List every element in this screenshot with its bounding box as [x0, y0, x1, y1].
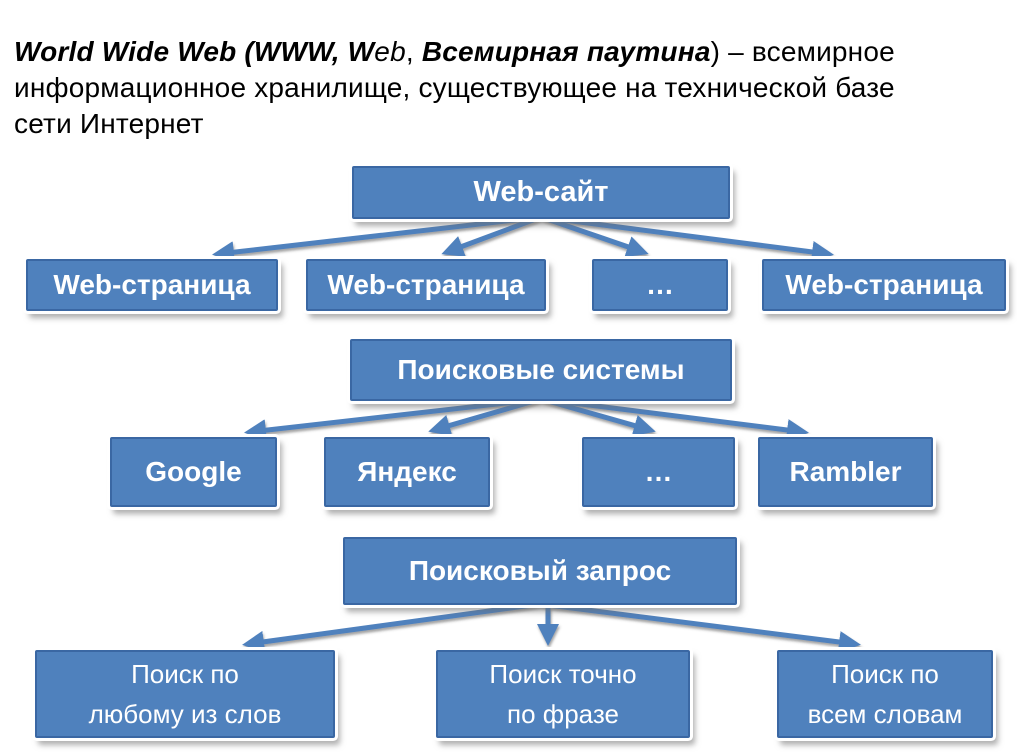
node-yandex: Яндекс — [324, 437, 490, 507]
node-search-exact-phrase: Поиск точно по фразе — [436, 650, 690, 738]
node-search-systems: Поисковые системы — [350, 339, 732, 401]
node-label: Rambler — [789, 456, 902, 487]
node-label: Поиск по любому из слов — [89, 654, 282, 734]
node-label: Поиск точно по фразе — [489, 654, 636, 734]
node-label-line2: по фразе — [507, 699, 619, 729]
node-label: Поисковые системы — [397, 354, 685, 385]
title-line2: информационное хранилище, существующее н… — [14, 72, 895, 103]
node-label: … — [646, 269, 674, 300]
node-label: Web-страница — [785, 269, 983, 300]
arrow-website-to-webpage3 — [540, 214, 834, 263]
title-line3: сети Интернет — [14, 108, 204, 139]
arrow-systems-to-google — [244, 396, 542, 442]
arrow-query-to-any-words — [242, 601, 541, 653]
node-label-line2: всем словам — [807, 699, 963, 729]
arrow-query-to-all-words — [539, 601, 861, 653]
node-label: Google — [145, 456, 242, 487]
node-label-line1: Поиск по — [131, 659, 239, 689]
node-web-page-1: Web-страница — [26, 259, 278, 311]
node-web-page-3: Web-страница — [762, 259, 1006, 311]
node-label-line1: Поиск по — [831, 659, 939, 689]
title-segment-comma: , — [405, 36, 422, 67]
title-segment-bold-italic-ru: Всемирная паутина — [421, 36, 711, 67]
node-label: Поисковый запрос — [408, 555, 672, 586]
node-ellipsis-engines: … — [582, 437, 735, 507]
node-ellipsis-pages: … — [592, 259, 728, 311]
node-label-line1: Поиск точно — [489, 659, 637, 689]
node-search-all-words: Поиск по всем словам — [777, 650, 993, 738]
arrow-website-to-webpage2 — [441, 214, 542, 257]
node-rambler: Rambler — [758, 437, 933, 507]
node-label: Web-страница — [327, 269, 525, 300]
node-search-any-words: Поиск по любому из слов — [35, 650, 335, 738]
page-title: World Wide Web (WWW, Web, Всемирная паут… — [14, 34, 999, 142]
node-search-query: Поисковый запрос — [343, 537, 737, 605]
arrow-systems-to-ellipsis — [540, 396, 656, 437]
title-segment-italic-en: eb — [374, 36, 406, 67]
node-label-line2: любому из слов — [88, 699, 282, 729]
arrow-systems-to-yandex — [428, 396, 542, 437]
node-google: Google — [110, 437, 277, 507]
arrow-website-to-ellipsis — [540, 214, 649, 258]
node-label: Яндекс — [357, 456, 457, 487]
arrow-website-to-webpage1 — [212, 214, 542, 264]
node-label: Поиск по всем словам — [808, 654, 963, 734]
node-label: … — [644, 456, 673, 487]
node-web-page-2: Web-страница — [306, 259, 546, 311]
node-label: Web-страница — [53, 269, 251, 300]
node-label: Web-сайт — [473, 176, 609, 208]
arrow-systems-to-rambler — [540, 396, 809, 441]
node-web-site: Web-сайт — [352, 166, 730, 219]
title-segment-tail: ) – всемирное — [710, 36, 895, 67]
title-segment-bold-italic-en: World Wide Web (WWW, W — [14, 36, 375, 67]
